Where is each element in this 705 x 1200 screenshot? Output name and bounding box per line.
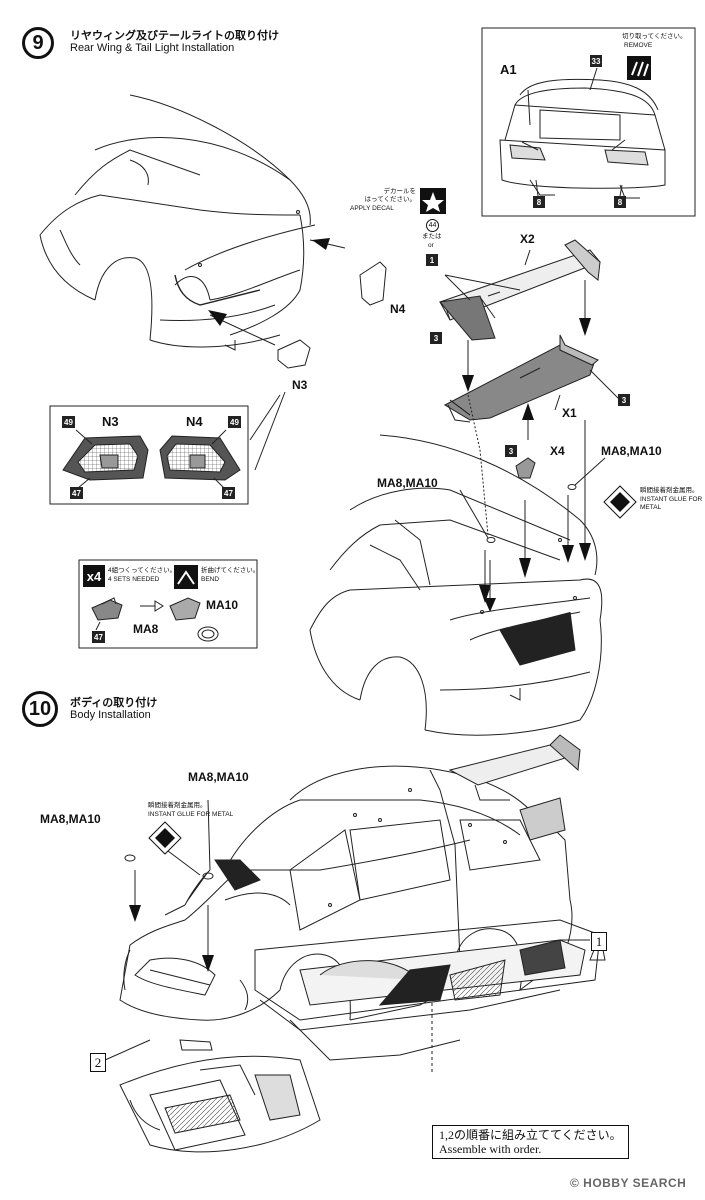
step10-glue-en: INSTANT GLUE FOR METAL	[148, 811, 234, 818]
taillight-label-n4: N4	[186, 414, 203, 429]
full-car-body-step10	[119, 765, 573, 1051]
mirror-label-ma8: MA8	[133, 622, 159, 636]
step10-label-ma-left: MA8,MA10	[40, 812, 101, 826]
decal-note-en: APPLY DECAL	[350, 205, 394, 212]
or-label-jp: または	[422, 233, 442, 240]
part-3-x4: 3	[505, 445, 517, 457]
or-label-en: or	[428, 242, 434, 249]
sets-needed-en: 4 SETS NEEDED	[108, 576, 160, 583]
step-10-title-jp: ボディの取り付け	[70, 697, 158, 709]
part-49-right: 49	[228, 416, 241, 428]
step10-glue-jp: 瞬間接着剤金属用。	[148, 802, 207, 809]
taillight-n3-drawing	[62, 435, 149, 481]
bend-note-en: BEND	[201, 576, 220, 583]
assembly-order-en: Assemble with order.	[439, 1142, 542, 1156]
part-1: 1	[426, 254, 438, 266]
part-8-left: 8	[533, 196, 545, 208]
rear-car-body-step9	[39, 94, 316, 351]
rear-car-body-with-wing	[309, 434, 603, 736]
taillight-label-n3: N3	[102, 414, 119, 429]
part-3-base: 3	[618, 394, 630, 406]
part-47-mirror: 47	[92, 631, 105, 643]
step-9-number: 9	[22, 27, 54, 59]
label-x4: X4	[550, 444, 565, 458]
wing-base-x1	[443, 334, 599, 423]
step-9-title-en: Rear Wing & Tail Light Installation	[70, 42, 235, 54]
label-n3: N3	[292, 378, 308, 392]
assembly-order-note: 1,2の順番に組み立ててください。 Assemble with order.	[432, 1125, 629, 1159]
part-47-left: 47	[70, 487, 83, 499]
glue-note-jp: 瞬間接着剤金属用。	[640, 487, 699, 494]
part-33: 33	[590, 55, 602, 67]
glue-diamond-step10	[148, 821, 182, 855]
step-10-title-en: Body Installation	[70, 709, 151, 721]
decal-note-jp: デカールを はってください。	[364, 188, 416, 203]
assembly-order-jp: 1,2の順番に組み立ててください。	[439, 1128, 622, 1142]
sets-needed-jp: 4組つくってください。	[108, 567, 177, 574]
step10-label-ma-top: MA8,MA10	[188, 770, 249, 784]
label-x1: X1	[562, 406, 577, 420]
order-marker-2: 2	[90, 1053, 106, 1072]
step-10-number: 10	[22, 691, 58, 727]
remove-note-jp: 切り取ってください。	[622, 33, 687, 40]
rear-view-car-inset	[499, 78, 666, 199]
label-x2: X2	[520, 232, 535, 246]
part-47-right: 47	[222, 487, 235, 499]
order-marker-1: 1	[591, 932, 607, 951]
bend-icon	[174, 565, 198, 589]
floor-pan-step10	[119, 1055, 321, 1153]
label-ma-left: MA8,MA10	[377, 476, 438, 490]
decal-star-icon	[420, 188, 446, 214]
remove-note-en: REMOVE	[624, 42, 653, 49]
part-3-wing: 3	[430, 332, 442, 344]
remove-icon	[627, 56, 651, 80]
bend-note-jp: 折曲げてください。	[201, 567, 260, 574]
count-badge-x4: x4	[83, 565, 105, 587]
decal-number-44: 44	[426, 219, 439, 232]
glue-note-en: INSTANT GLUE FOR METAL	[640, 496, 703, 511]
part-8-right: 8	[614, 196, 626, 208]
taillight-n4-drawing	[159, 435, 241, 481]
label-n4: N4	[390, 302, 406, 316]
chassis-tub-step10	[254, 919, 606, 1061]
step-9-title-jp: リヤウィング及びテールライトの取り付け	[70, 30, 279, 42]
label-a1: A1	[500, 62, 517, 77]
label-ma-right: MA8,MA10	[601, 444, 662, 458]
glue-diamond-step9	[603, 485, 637, 519]
mirror-assembly-drawing	[91, 597, 219, 642]
watermark: © HOBBY SEARCH	[570, 1176, 687, 1190]
part-49-left: 49	[62, 416, 75, 428]
rear-spoiler-step10	[448, 734, 581, 841]
rear-wing-x2	[439, 239, 601, 341]
mirror-label-ma10: MA10	[206, 598, 239, 612]
